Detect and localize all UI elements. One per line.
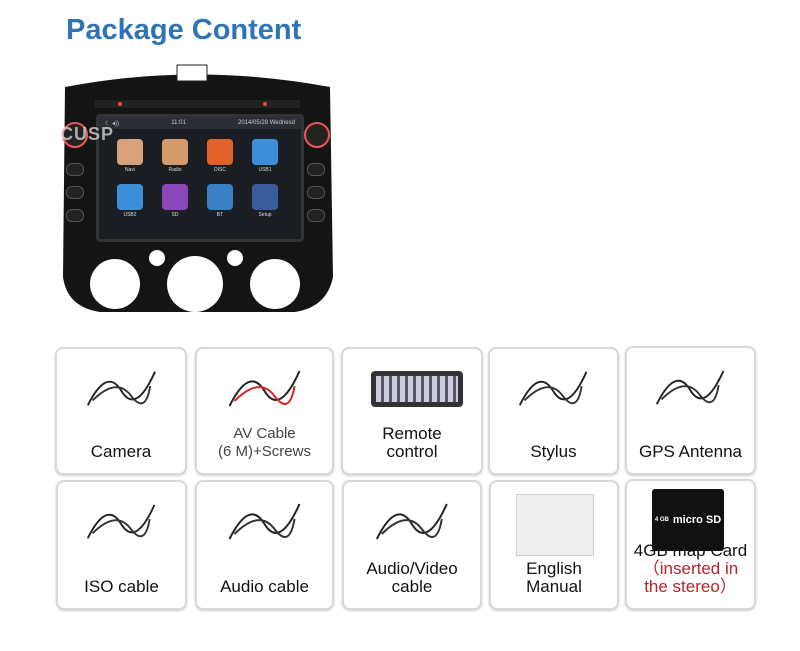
item-label: Audio/Video	[366, 559, 458, 578]
camera-icon	[83, 361, 160, 416]
app-icon-sd	[162, 184, 188, 210]
remote-icon	[370, 371, 464, 407]
item-label: Remote	[382, 424, 442, 443]
app-label: USB1	[258, 167, 272, 173]
item-label: (6 M)+Screws	[218, 443, 311, 460]
app-label: USB2	[123, 212, 137, 218]
app-label: DISC	[214, 167, 226, 173]
item-label: the stereo）	[644, 577, 737, 596]
app-label: SD	[171, 212, 179, 218]
app-icon-radio	[162, 139, 188, 165]
package-item-card: Audio cable	[195, 480, 334, 610]
iso-cable-icon	[83, 494, 159, 549]
app-icon-usb1	[252, 139, 278, 165]
av-harness-icon	[371, 494, 453, 549]
home-button	[66, 209, 84, 222]
item-label: 4GB map Card	[633, 541, 748, 560]
mode-button	[66, 186, 84, 199]
app-icon-navi	[117, 139, 143, 165]
item-label: cable	[391, 577, 433, 596]
audio-cable-icon	[224, 494, 305, 549]
item-label: English	[526, 559, 582, 578]
status-date: 2014/05/28 Wednesd	[238, 120, 295, 126]
app-icon-usb2	[117, 184, 143, 210]
moon-icon: ☾ ◂))	[105, 120, 120, 127]
item-label: （inserted in	[642, 559, 739, 578]
app-label: Radio	[168, 167, 182, 173]
package-item-card: Stylus	[488, 347, 619, 475]
item-label: AV Cable	[233, 425, 296, 442]
watermark-logo: CUSP	[60, 124, 115, 144]
mute-button	[307, 163, 325, 176]
gps-button	[307, 209, 325, 222]
app-icon-disc	[207, 139, 233, 165]
package-item-card: ISO cable	[56, 480, 187, 610]
page-title: Package Content	[66, 14, 302, 46]
item-label: ISO cable	[84, 577, 159, 596]
package-item-card: GPS Antenna	[625, 346, 756, 475]
menu-button	[66, 163, 84, 176]
card-brand: micro SD	[672, 514, 722, 526]
card-size: 4 GB	[654, 517, 669, 523]
gps-antenna-icon	[652, 360, 728, 415]
app-label: Navi	[124, 167, 135, 173]
package-item-card: Camera	[55, 347, 187, 475]
stylus-icon	[515, 361, 591, 416]
status-time: 11:01	[171, 120, 186, 126]
item-label: Stylus	[530, 442, 577, 461]
item-label: GPS Antenna	[638, 442, 743, 461]
item-label: Audio cable	[220, 577, 309, 596]
phone-button	[307, 186, 325, 199]
item-label: control	[386, 442, 438, 461]
status-bar: ☾ ◂)) 11:01 2014/05/28 Wednesd	[99, 117, 301, 129]
av-cable-icon	[224, 361, 305, 416]
head-unit-screen: ☾ ◂)) 11:01 2014/05/28 Wednesd Navi Radio…	[96, 114, 304, 242]
item-label: Camera	[90, 442, 152, 461]
app-icon-setup	[252, 184, 278, 210]
manual-icon	[516, 494, 594, 556]
app-label: Setup	[258, 212, 272, 218]
item-label: Manual	[526, 577, 582, 596]
app-label: BT	[216, 212, 224, 218]
app-icon-bt	[207, 184, 233, 210]
package-item-card: AV Cable(6 M)+Screws	[195, 347, 334, 475]
